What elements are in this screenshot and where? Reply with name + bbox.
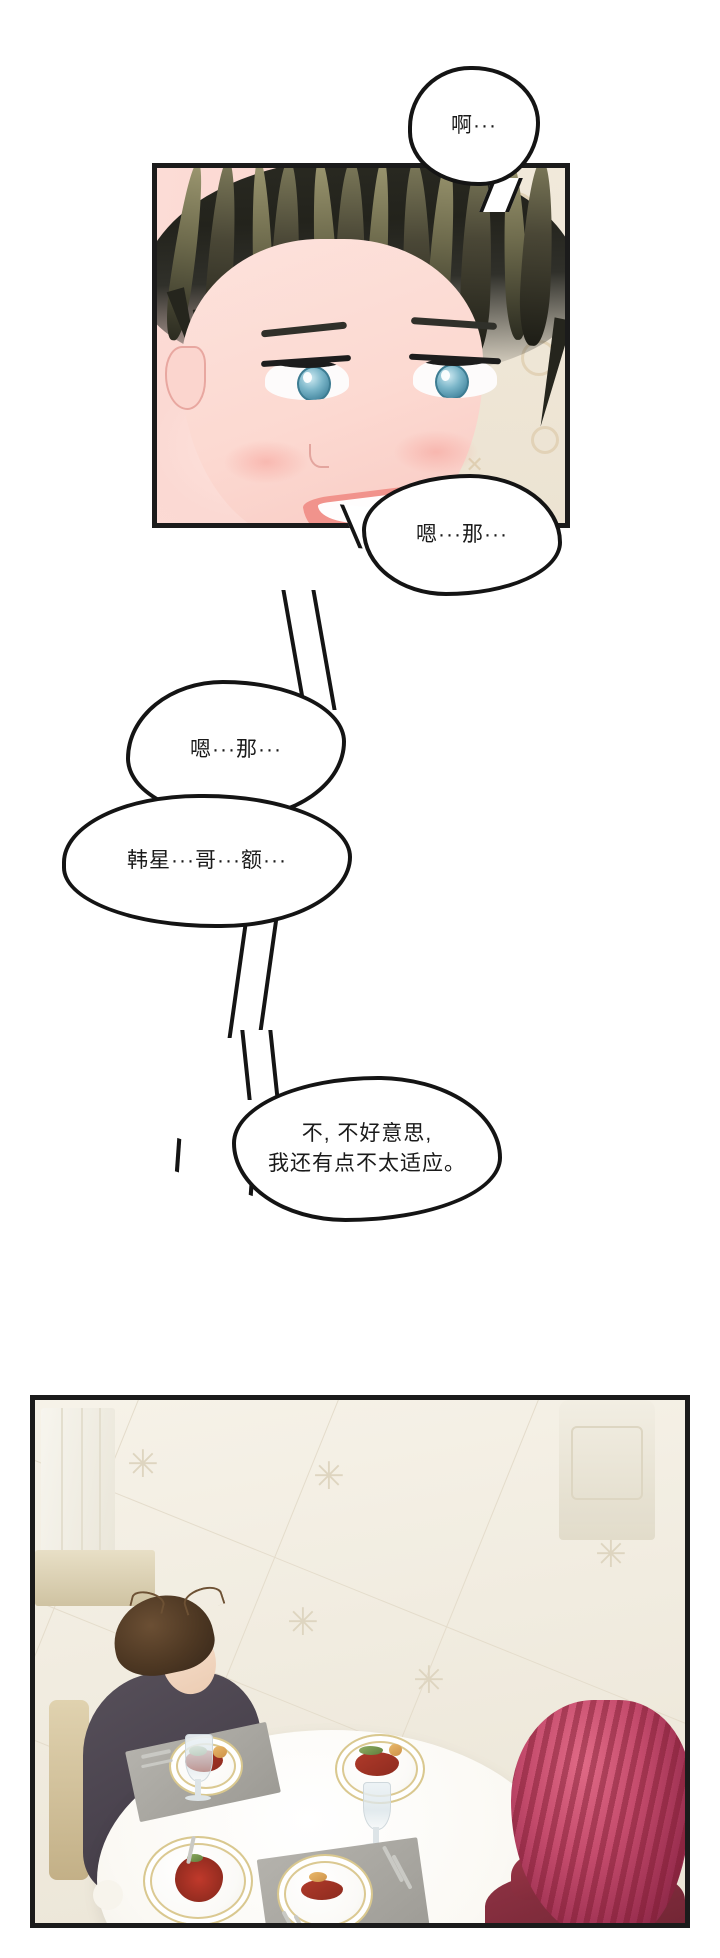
food-garnish — [359, 1746, 383, 1755]
food-side — [213, 1746, 227, 1758]
round-table — [93, 1721, 567, 1928]
window-drape — [41, 1408, 115, 1558]
drape-fold — [61, 1408, 63, 1558]
food-top-right — [355, 1752, 399, 1776]
cheek-blush — [223, 440, 309, 484]
floral-motif: ✳ — [413, 1660, 445, 1702]
iris-right — [435, 364, 469, 398]
drape-fold — [81, 1408, 83, 1558]
eye-gleam — [303, 372, 312, 383]
bubble-text: 啊··· — [451, 114, 497, 138]
tablecloth-scallop — [103, 1926, 133, 1928]
nose — [309, 444, 329, 468]
food-side — [309, 1872, 327, 1882]
panel-face-closeup: ✕ ✳ ✳ ✕ — [152, 163, 570, 528]
wine-glass-top-right — [363, 1782, 391, 1849]
drape-fold — [99, 1408, 101, 1558]
food-side — [389, 1744, 402, 1756]
far-chair — [559, 1400, 655, 1540]
tablecloth-scallop — [93, 1880, 123, 1910]
bubble-text: 嗯···那··· — [190, 738, 282, 762]
food-garnish — [187, 1854, 203, 1862]
food-bottom-right — [301, 1880, 343, 1900]
eye-gleam — [441, 370, 450, 381]
bubble-text: 嗯···那··· — [416, 523, 508, 547]
eye-right — [413, 358, 497, 398]
bubble-text: 韩星···哥···额··· — [127, 849, 287, 873]
wine-glass-top-left — [185, 1734, 213, 1801]
bubble-text: 不, 不好意思, 我还有点不太适应。 — [268, 1122, 466, 1175]
floral-motif: ✳ — [313, 1456, 345, 1498]
candy-icon — [531, 426, 560, 454]
floral-motif: ✳ — [287, 1602, 319, 1644]
speech-bubble-um-na-upper: 嗯···那··· — [362, 474, 562, 596]
bubble-chain-connector — [227, 918, 279, 1038]
side-table — [35, 1550, 155, 1606]
floral-motif: ✳ — [127, 1444, 159, 1486]
cheek-blush — [393, 430, 479, 474]
speech-bubble-hanxing-ge-e: 韩星···哥···额··· — [62, 794, 352, 928]
panel-restaurant-table: ✳ ✳ ✳ ✳ ✳ ✳ ✳ ✳ — [30, 1395, 690, 1928]
speech-bubble-apology: 不, 不好意思, 我还有点不太适应。 — [232, 1076, 502, 1222]
eye-left — [265, 360, 349, 400]
iris-left — [297, 366, 331, 400]
bubble-chain-connector — [240, 1030, 280, 1100]
ear — [165, 345, 206, 410]
chair-left — [49, 1700, 89, 1880]
floral-motif: ✳ — [595, 1534, 627, 1576]
speech-bubble-ah: 啊··· — [408, 66, 540, 186]
woman-hair — [511, 1700, 685, 1923]
food-bottom-left — [175, 1856, 223, 1902]
